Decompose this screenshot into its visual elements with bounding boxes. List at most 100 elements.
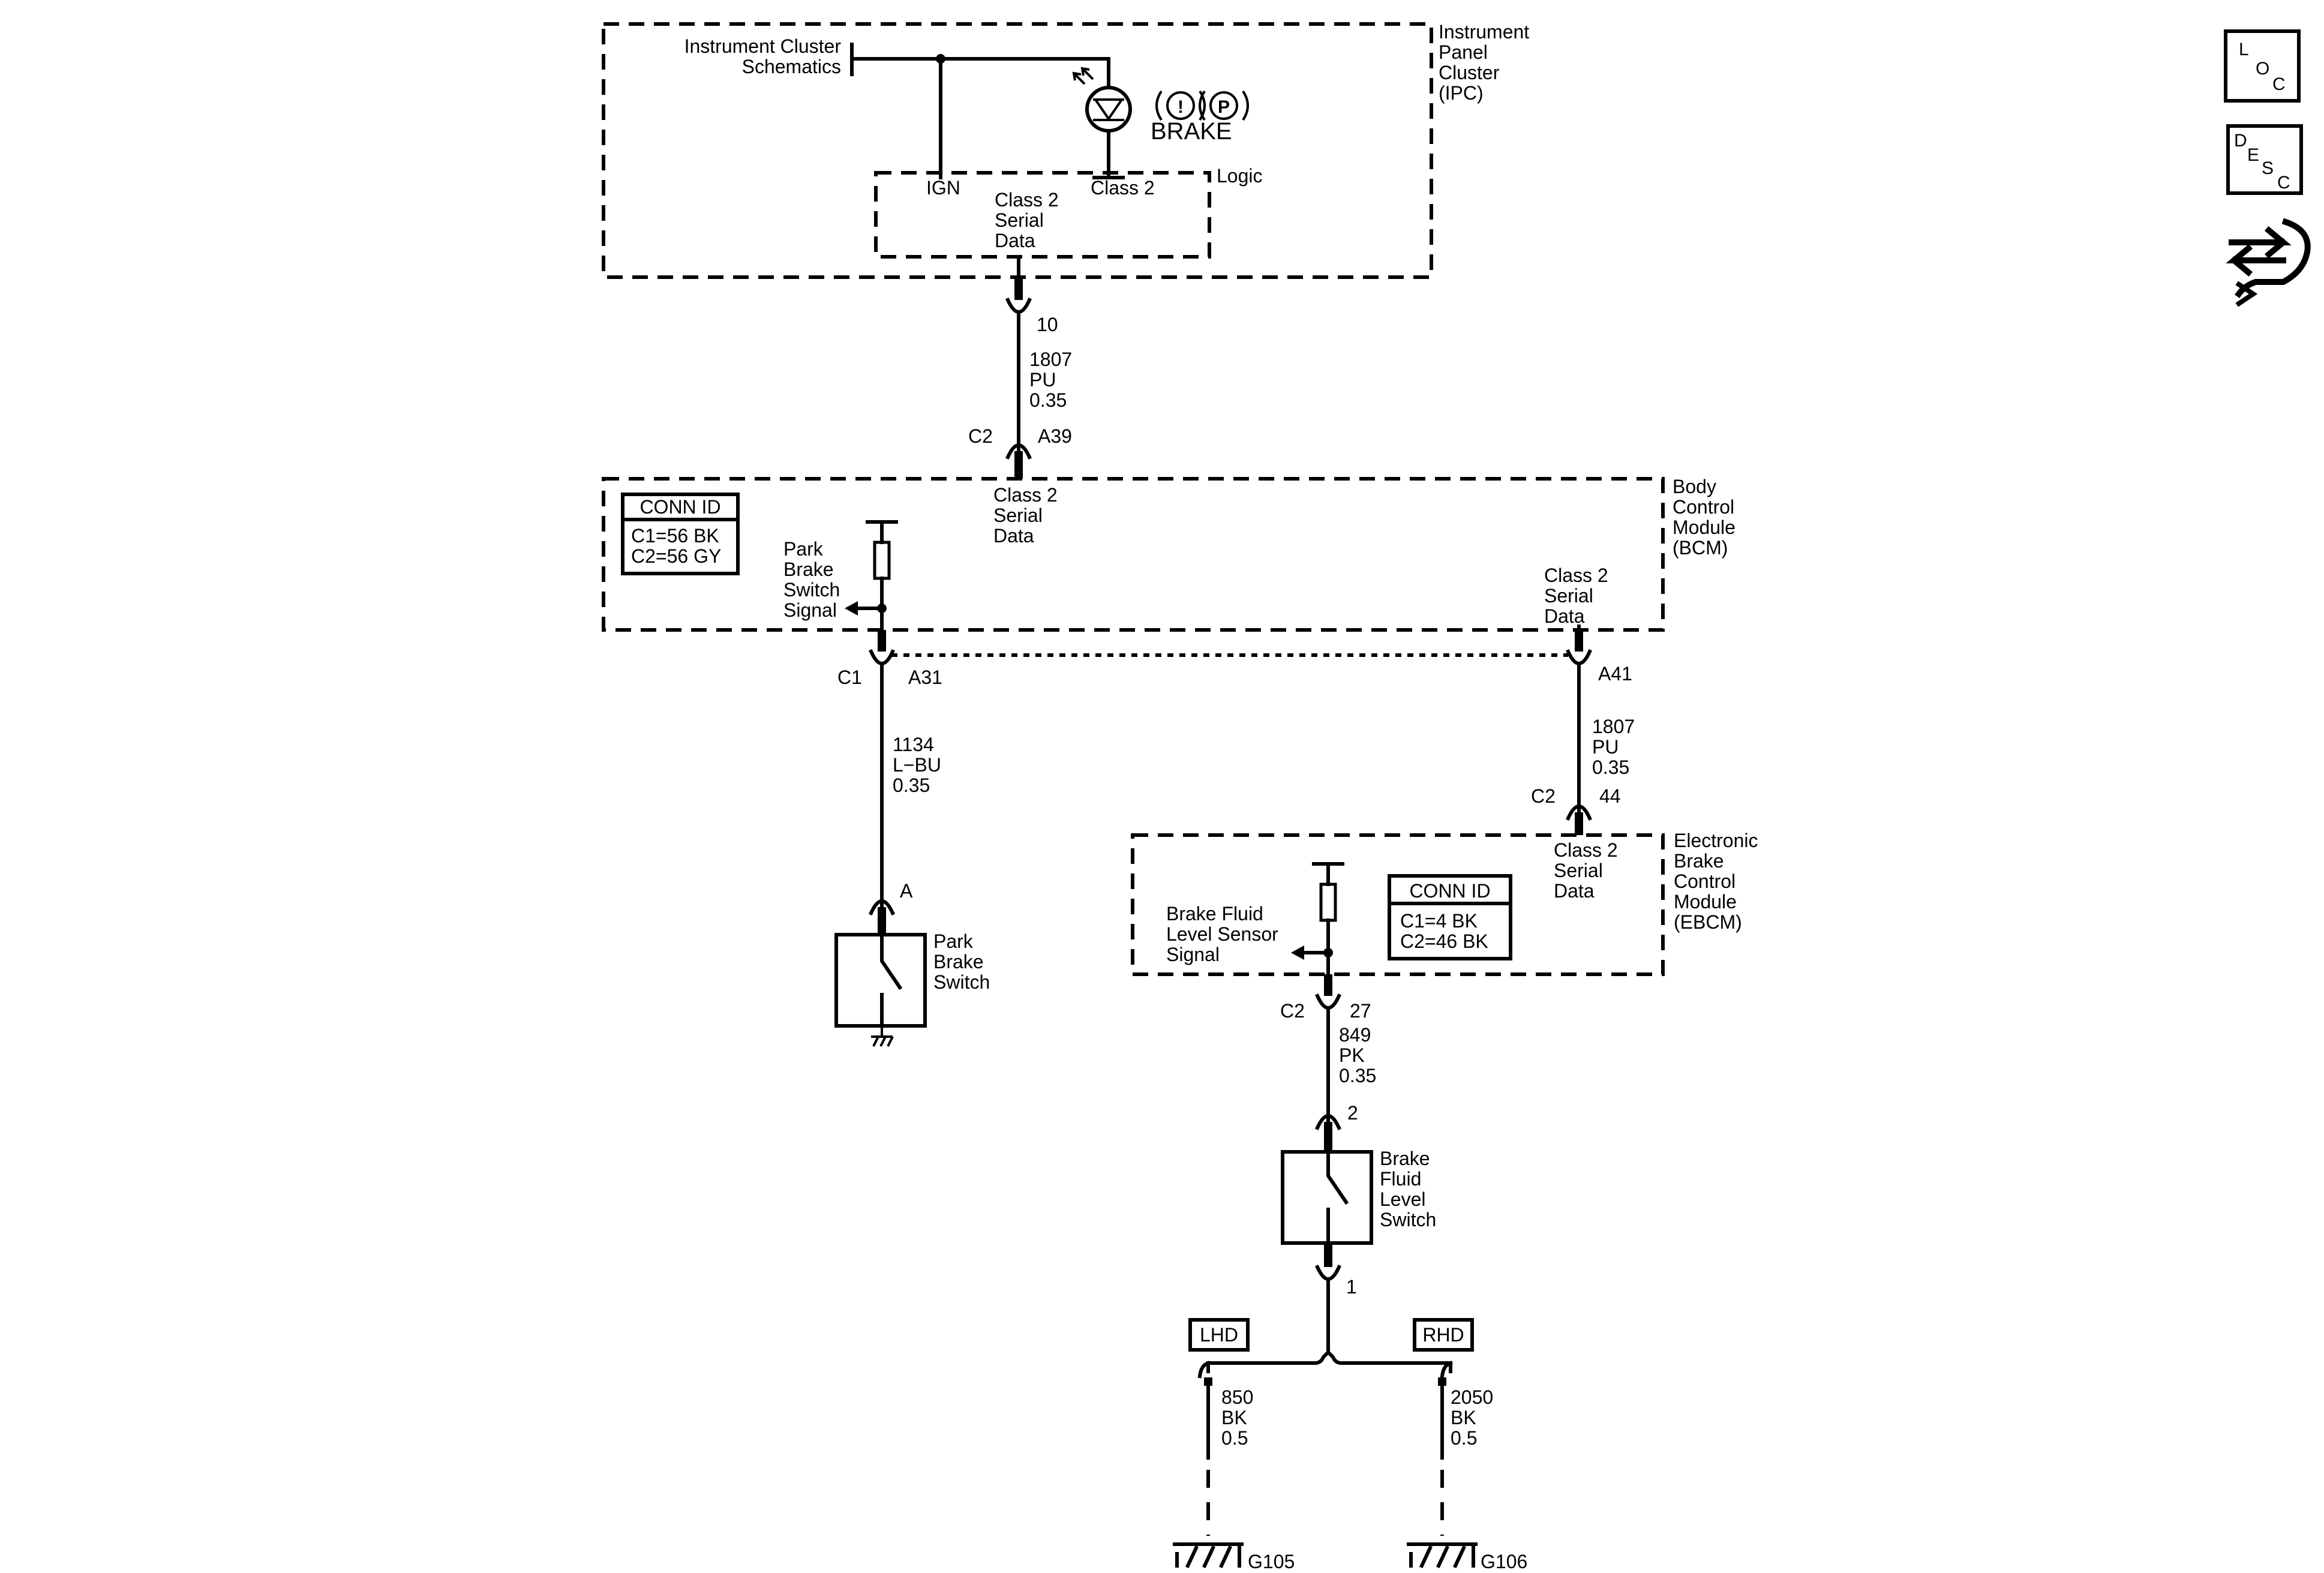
bcm-serial-data-top-2: Serial (993, 505, 1043, 526)
ebcm-label-5: (EBCM) (1674, 911, 1742, 933)
ebcm-connector-c2-fluid: C2 (1280, 1000, 1305, 1022)
ebcm-serial-data-1: Class 2 (1554, 839, 1618, 861)
brake-fluid-level-switch: Brake Fluid Level Switch 1 (1281, 1148, 1436, 1354)
lhd-tag (1188, 1318, 1250, 1352)
bcm-pin-a31: A31 (908, 667, 942, 688)
fluid-switch-label-3: Level (1380, 1188, 1426, 1210)
desc-letter-e: E (2247, 145, 2259, 165)
park-brake-switch: Park Brake Switch (834, 930, 990, 1047)
wire-849-circuit-1: 849 (1339, 1024, 1371, 1046)
lhd-circuit-3: 0.5 (1221, 1427, 1248, 1449)
ipc-module: Instrument Panel Cluster (IPC) Instrumen… (602, 21, 1529, 279)
wire-1807-bcm-ebcm: A41 1807 PU 0.35 C2 44 (1531, 630, 1635, 835)
bcm-park-signal-2: Brake (783, 559, 834, 580)
bcm-serial-data-right-3: Data (1544, 605, 1585, 627)
ipc-schematics-ref-2[interactable]: Schematics (742, 56, 841, 77)
brake-warning-lamp-icon (1072, 57, 1132, 179)
ipc-serial-data-3: Data (995, 230, 1035, 251)
ground-split-line (1206, 1349, 1452, 1365)
bcm-serial-data-top-3: Data (993, 525, 1034, 547)
fluid-switch-label-2: Fluid (1380, 1168, 1421, 1190)
ebcm-fluid-signal-2: Level Sensor (1166, 923, 1278, 945)
wire-1807-ipc-bcm: 10 1807 PU 0.35 C2 A39 (968, 277, 1072, 479)
ebcm-fluid-signal-3: Signal (1166, 944, 1220, 965)
svg-text:RHD: RHD (1422, 1324, 1464, 1346)
bcm-serial-data-right-1: Class 2 (1544, 565, 1608, 586)
ebcm-conn-id-box[interactable]: CONN ID C1=4 BK C2=46 BK (1388, 874, 1512, 960)
rhd-circuit-3: 0.5 (1451, 1427, 1477, 1449)
loc-button[interactable]: L O C (2224, 29, 2301, 103)
ebcm-label-1: Electronic (1674, 830, 1758, 851)
ground-g105-icon (1173, 1542, 1244, 1568)
ipc-pin-10: 10 (1037, 314, 1058, 335)
ipc-serial-data-1: Class 2 (995, 189, 1059, 211)
wire-1134-circuit-2: L−BU (893, 754, 941, 776)
ipc-label-3: Cluster (1439, 62, 1500, 83)
wire-1807-circuit-1: 1807 (1029, 349, 1072, 370)
park-switch-ground-icon (871, 1026, 894, 1047)
ebcm-label-3: Control (1674, 870, 1736, 892)
lhd-circuit-1: 850 (1221, 1386, 1253, 1408)
ebcm-conn-id-c2: C2=46 BK (1400, 930, 1488, 952)
svg-text:!: ! (1178, 97, 1184, 117)
park-switch-label-3: Switch (933, 971, 990, 993)
park-switch-label-1: Park (933, 930, 974, 952)
ebcm-serial-data-2: Serial (1554, 860, 1603, 881)
ebcm-conn-id-c1: C1=4 BK (1400, 910, 1478, 932)
bcm-label-3: Module (1673, 517, 1736, 538)
wire-1134-circuit-1: 1134 (893, 734, 934, 755)
fluid-switch-pin-1: 1 (1346, 1276, 1357, 1298)
ground-rhd: RHD 2050 BK 0.5 G106 (1407, 1318, 1527, 1572)
bcm-connector-c2: C2 (968, 425, 993, 447)
loc-letter-l: L (2239, 40, 2249, 59)
svg-text:LHD: LHD (1200, 1324, 1238, 1346)
desc-button[interactable]: D E S C (2226, 124, 2303, 195)
ipc-serial-data-2: Serial (995, 209, 1044, 231)
loc-letter-o: O (2256, 59, 2269, 79)
bcm-label-4: (BCM) (1673, 537, 1728, 559)
ipc-class2-label: Class 2 (1091, 177, 1155, 199)
ebcm-pullup-resistor-icon (1291, 862, 1344, 976)
ebcm-module: Electronic Brake Control Module (EBCM) C… (1131, 830, 1758, 976)
bcm-park-signal-4: Signal (783, 599, 837, 621)
ground-g106-label: G106 (1481, 1551, 1527, 1572)
ebcm-pin-27: 27 (1350, 1000, 1371, 1022)
ebcm-connector-c2: C2 (1531, 785, 1556, 807)
ipc-schematics-ref-1[interactable]: Instrument Cluster (684, 35, 842, 57)
wire-849-circuit-2: PK (1339, 1044, 1365, 1066)
bcm-park-signal-1: Park (783, 538, 824, 560)
park-switch-pin-a: A (900, 880, 913, 902)
bcm-module: Body Control Module (BCM) CONN ID C1=56 … (602, 476, 1736, 632)
fluid-switch-label-1: Brake (1380, 1148, 1430, 1169)
wire-1807b-circuit-2: PU (1592, 736, 1619, 758)
wire-1807b-circuit-1: 1807 (1592, 716, 1635, 737)
ground-g105-label: G105 (1248, 1551, 1295, 1572)
ebcm-pin-44: 44 (1599, 785, 1621, 807)
bcm-pullup-resistor-icon (845, 520, 898, 632)
bcm-connector-c1: C1 (837, 667, 862, 688)
rhd-circuit-2: BK (1451, 1407, 1476, 1428)
loc-letter-c: C (2272, 74, 2286, 94)
park-switch-label-2: Brake (933, 951, 984, 972)
desc-letter-c: C (2277, 173, 2290, 193)
ipc-label-4: (IPC) (1439, 82, 1484, 104)
ipc-logic-box (874, 171, 1211, 259)
desc-letter-s: S (2262, 158, 2274, 178)
ebcm-conn-id-title: CONN ID (1409, 880, 1490, 902)
bcm-park-signal-3: Switch (783, 579, 840, 601)
wire-849-fluid: C2 27 849 PK 0.35 2 (1280, 974, 1376, 1152)
ebcm-serial-data-3: Data (1554, 880, 1595, 902)
bcm-conn-id-box[interactable]: CONN ID C1=56 BK C2=56 GY (621, 493, 740, 575)
connector-end-view-icon[interactable] (2226, 218, 2311, 307)
wire-1807-circuit-2: PU (1029, 369, 1056, 391)
ipc-label-1: Instrument (1439, 21, 1529, 43)
wire-1807b-circuit-3: 0.35 (1592, 757, 1629, 778)
lhd-circuit-2: BK (1221, 1407, 1247, 1428)
ebcm-fluid-signal-1: Brake Fluid (1166, 903, 1263, 924)
bcm-conn-id-c2: C2=56 GY (631, 545, 721, 567)
bcm-serial-data-right-2: Serial (1544, 585, 1593, 607)
ipc-logic-label: Logic (1217, 165, 1263, 187)
bcm-pin-a41: A41 (1598, 663, 1632, 685)
wire-1134-park-brake: C1 A31 1134 L−BU 0.35 A (837, 630, 942, 935)
